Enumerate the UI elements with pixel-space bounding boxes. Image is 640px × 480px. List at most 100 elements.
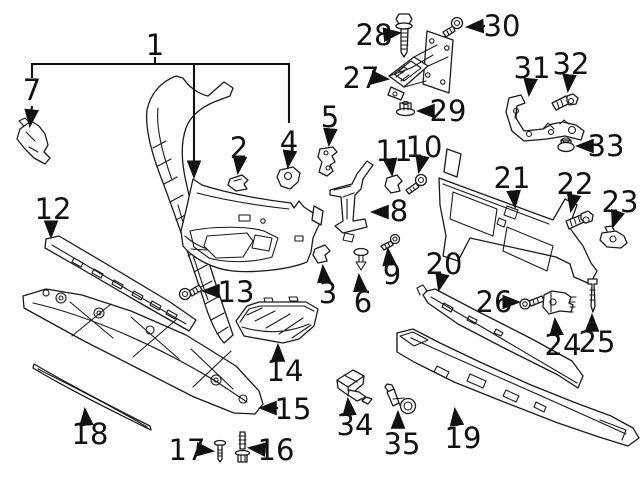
part-15-lower-carrier [22, 288, 264, 415]
callout-2-arrow [232, 155, 248, 176]
callout-label-27[interactable]: 27 [343, 61, 380, 95]
bumper-grille-inner [203, 232, 273, 259]
nut-29-flange [395, 107, 416, 117]
callout-label-10[interactable]: 10 [406, 130, 443, 164]
callout-26: 26 [476, 285, 522, 319]
callout-label-33[interactable]: 33 [588, 129, 625, 163]
impact-absorber-details [396, 331, 627, 441]
callout-label-23[interactable]: 23 [602, 185, 639, 219]
callout-label-28[interactable]: 28 [356, 18, 393, 52]
screw-30-shank [442, 25, 456, 38]
callout-label-4[interactable]: 4 [280, 125, 298, 159]
callout-label-25[interactable]: 25 [579, 325, 616, 359]
part-34-sensor [336, 369, 373, 405]
screw-9-socket [392, 236, 398, 242]
callout-33: 33 [574, 129, 625, 163]
callout-label-21[interactable]: 21 [494, 161, 531, 195]
callout-label-7[interactable]: 7 [23, 73, 41, 107]
fog-grille-outline [235, 301, 319, 344]
bumper-cover-right-flare [311, 205, 324, 226]
part-7-cover-bracket [16, 117, 51, 165]
callout-label-30[interactable]: 30 [484, 9, 521, 43]
part-18-lower-trim-strip [32, 363, 152, 431]
callout-4-arrow [282, 149, 298, 170]
callout-24: 24 [545, 316, 582, 362]
callout-24-arrow [549, 316, 564, 337]
callout-label-12[interactable]: 12 [35, 192, 72, 226]
screw-30-head [450, 16, 464, 30]
callout-label-18[interactable]: 18 [72, 417, 109, 451]
callout-label-3[interactable]: 3 [319, 276, 337, 310]
air-duct-outline [329, 160, 374, 234]
callout-label-9[interactable]: 9 [383, 257, 401, 291]
callout-label-14[interactable]: 14 [267, 354, 304, 388]
part-5-bracket [317, 146, 338, 177]
bolt-16-threads [238, 435, 247, 445]
callout-label-8[interactable]: 8 [390, 194, 408, 228]
callout-30: 30 [464, 9, 521, 43]
callout-17-arrow [195, 441, 216, 457]
part-17-screw [213, 439, 227, 463]
clip-2-line [233, 178, 242, 182]
callout-32-arrow [562, 73, 577, 94]
callout-label-26[interactable]: 26 [476, 285, 513, 319]
callout-7-arrow [24, 105, 39, 129]
callout-label-22[interactable]: 22 [557, 167, 594, 201]
callout-label-16[interactable]: 16 [258, 433, 295, 467]
clip-2-outline [227, 174, 249, 192]
screw-10-socket [417, 176, 425, 184]
callout-label-11[interactable]: 11 [376, 134, 413, 168]
part-24-bracket [542, 290, 577, 315]
callout-17: 17 [169, 433, 216, 467]
part-33-nut [557, 137, 575, 153]
callout-5-arrow [323, 127, 338, 148]
callout-label-1[interactable]: 1 [146, 28, 164, 62]
screw-13-head [178, 287, 192, 301]
screw-17-threads [217, 449, 223, 457]
callout-5: 5 [321, 100, 339, 148]
part-28-bolt [395, 13, 413, 58]
callout-6-arrow [352, 272, 368, 293]
callout-3: 3 [316, 263, 337, 310]
part-35-sensor-holder [384, 383, 417, 415]
callout-label-17[interactable]: 17 [169, 433, 206, 467]
callout-label-31[interactable]: 31 [514, 51, 551, 85]
callout-label-32[interactable]: 32 [553, 47, 590, 81]
crash-box-foot [387, 86, 405, 101]
callout-label-29[interactable]: 29 [430, 94, 467, 128]
part-14-fog-grille [235, 296, 319, 344]
callout-label-2[interactable]: 2 [230, 131, 248, 165]
callout-label-24[interactable]: 24 [545, 328, 582, 362]
part-32-screw [551, 93, 579, 111]
callout-15: 15 [257, 392, 312, 426]
bracket-24-outline [542, 290, 574, 315]
part-19-impact-absorber [396, 328, 640, 447]
screw-30-socket [453, 19, 461, 27]
callout-label-13[interactable]: 13 [218, 275, 255, 309]
callout-label-34[interactable]: 34 [337, 408, 374, 442]
screw-10-threads [409, 186, 416, 193]
screw-26-socket [522, 301, 528, 307]
nut-33-hole [561, 137, 571, 143]
radiator-support-leg [443, 148, 462, 178]
spoiler-strip-slots [51, 244, 187, 325]
part-25-bolt [587, 278, 598, 313]
callout-label-6[interactable]: 6 [354, 285, 372, 319]
callout-label-20[interactable]: 20 [426, 247, 463, 281]
screw-26-threads [532, 297, 540, 306]
callout-28-arrow [382, 27, 403, 43]
callout-8: 8 [369, 194, 408, 228]
callout-label-15[interactable]: 15 [275, 392, 312, 426]
callout-label-19[interactable]: 19 [445, 421, 482, 455]
screw-26-head [519, 298, 531, 310]
bracket-23-hole [609, 235, 617, 243]
screw-10-shank [405, 182, 420, 195]
callout-label-5[interactable]: 5 [321, 100, 339, 134]
callout-label-35[interactable]: 35 [384, 427, 421, 461]
bumper-cover-sensor-hole [184, 214, 304, 251]
callout-16-arrow [246, 442, 267, 457]
callout-29: 29 [415, 94, 467, 128]
callout-30-arrow [464, 18, 486, 34]
part-9-screw [380, 233, 401, 251]
